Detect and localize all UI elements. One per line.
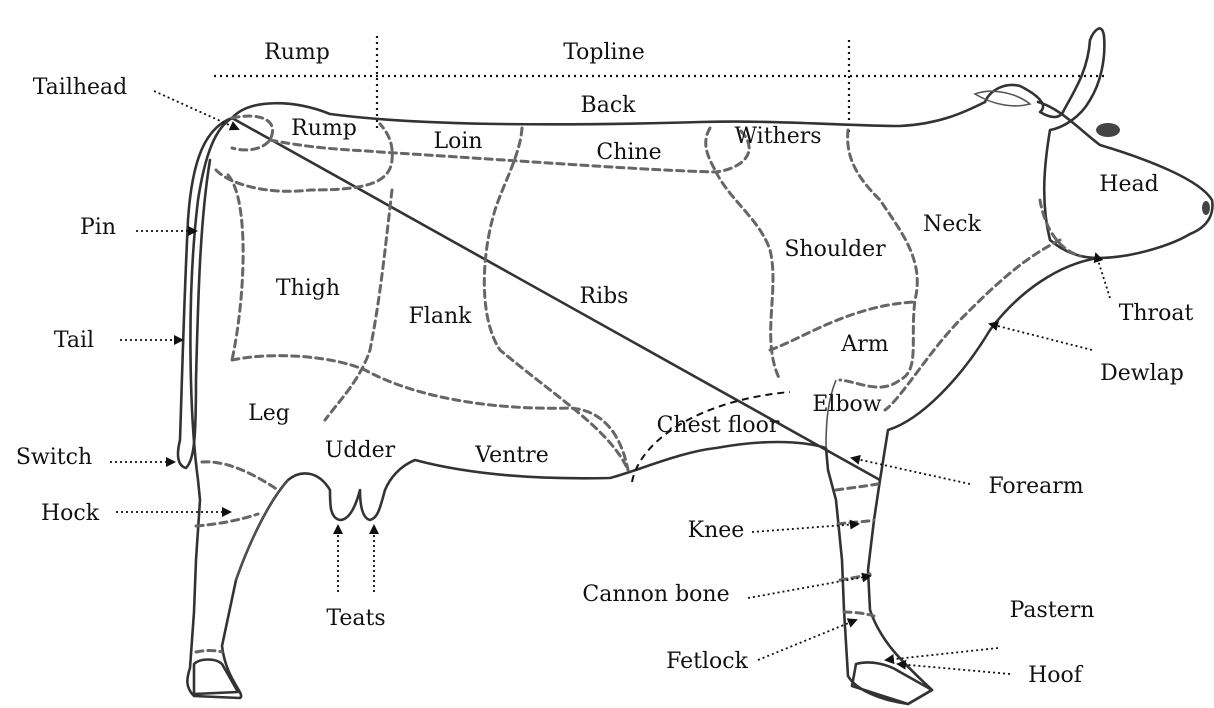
thigh-rear-boundary <box>226 173 245 362</box>
withers-boundary <box>704 126 718 174</box>
tailhead-label: Tailhead <box>33 75 128 100</box>
switch-label: Switch <box>16 445 92 470</box>
fetlock-arrow <box>757 618 858 661</box>
nostril <box>1202 201 1210 215</box>
shoulder-neck-boundary <box>838 128 919 389</box>
hind-leg-inner-line <box>235 479 289 581</box>
throat-label: Throat <box>1119 301 1194 326</box>
ventre-label: Ventre <box>474 443 548 468</box>
cannon-bone-arrow <box>747 572 872 599</box>
pastern-arrow <box>884 647 999 665</box>
callout-labels: Tailhead Pin Tail Switch Hock Teats Thro… <box>16 75 1194 688</box>
hock-boundary-lower <box>194 512 260 528</box>
pin-label: Pin <box>80 215 116 240</box>
forearm-label: Forearm <box>988 474 1083 499</box>
hoof-label: Hoof <box>1028 663 1084 688</box>
teats-label: Teats <box>326 606 385 631</box>
head-label: Head <box>1099 172 1158 197</box>
thigh-label: Thigh <box>276 276 340 301</box>
cannon-boundary <box>838 572 872 582</box>
leg-ventre-boundary <box>230 354 630 472</box>
region-boundaries <box>194 114 1082 654</box>
arm-label: Arm <box>840 332 888 357</box>
tail-outline <box>176 116 234 470</box>
loin-label: Loin <box>433 129 482 154</box>
head-outline <box>983 27 1106 260</box>
chine-boundary <box>268 128 751 174</box>
shoulder-label: Shoulder <box>784 237 886 262</box>
chine-label: Chine <box>596 140 661 165</box>
fetlock-label: Fetlock <box>666 649 749 674</box>
ribs-shoulder-boundary <box>714 170 782 382</box>
leader-lines <box>110 90 1111 675</box>
chest-floor-label: Chest floor <box>657 413 780 438</box>
neck-dewlap-boundary <box>883 238 1062 412</box>
ribs-label: Ribs <box>580 284 629 309</box>
hoof-arrow <box>896 659 1011 675</box>
tail-label: Tail <box>54 328 94 353</box>
body-outline <box>186 100 1214 706</box>
throat-arrow <box>1093 252 1111 299</box>
hind-fetlock-boundary <box>194 649 224 654</box>
shoulder-arm-boundary <box>768 300 917 352</box>
knee-arrow <box>751 519 860 533</box>
pastern-label: Pastern <box>1010 598 1095 623</box>
foreleg-inner-line <box>825 379 837 449</box>
header-topline-label: Topline <box>563 40 645 65</box>
neck-label: Neck <box>923 212 982 237</box>
back-label: Back <box>581 93 637 118</box>
rump-label: Rump <box>291 116 357 141</box>
dewlap-label: Dewlap <box>1100 361 1184 386</box>
rump-boundary <box>214 122 394 193</box>
forearm-arrow <box>850 454 971 485</box>
front-hoof <box>850 661 934 706</box>
flank-label: Flank <box>409 304 473 329</box>
leg-label: Leg <box>248 401 290 426</box>
cannon-bone-label: Cannon bone <box>582 582 729 607</box>
hind-hoof <box>192 658 240 696</box>
header-rump-label: Rump <box>264 40 330 65</box>
eye <box>1096 123 1120 137</box>
hock-label: Hock <box>41 501 100 526</box>
dewlap-arrow <box>988 321 1093 351</box>
cow-body-outline <box>176 27 1214 706</box>
head-throat-boundary <box>1038 198 1082 258</box>
udder-label: Udder <box>325 438 396 463</box>
topline-markers <box>214 36 1104 136</box>
knee-boundary-upper <box>834 482 880 492</box>
chest-floor-curve <box>631 391 791 483</box>
header-labels: Rump Topline <box>264 40 645 65</box>
knee-label: Knee <box>688 518 745 543</box>
fetlock-boundary <box>842 610 876 618</box>
tailhead-boundary <box>230 114 274 152</box>
tailhead-arrow <box>153 90 240 131</box>
withers-label: Withers <box>734 124 821 149</box>
ear-detail <box>973 90 1032 107</box>
hock-boundary-upper <box>200 460 280 492</box>
region-labels: Back Rump Loin Chine Withers Head Neck S… <box>248 93 1159 468</box>
knee-boundary-lower <box>836 518 876 526</box>
elbow-label: Elbow <box>812 392 881 417</box>
flank-ribs-boundary <box>482 126 630 472</box>
thigh-flank-boundary <box>323 188 394 422</box>
